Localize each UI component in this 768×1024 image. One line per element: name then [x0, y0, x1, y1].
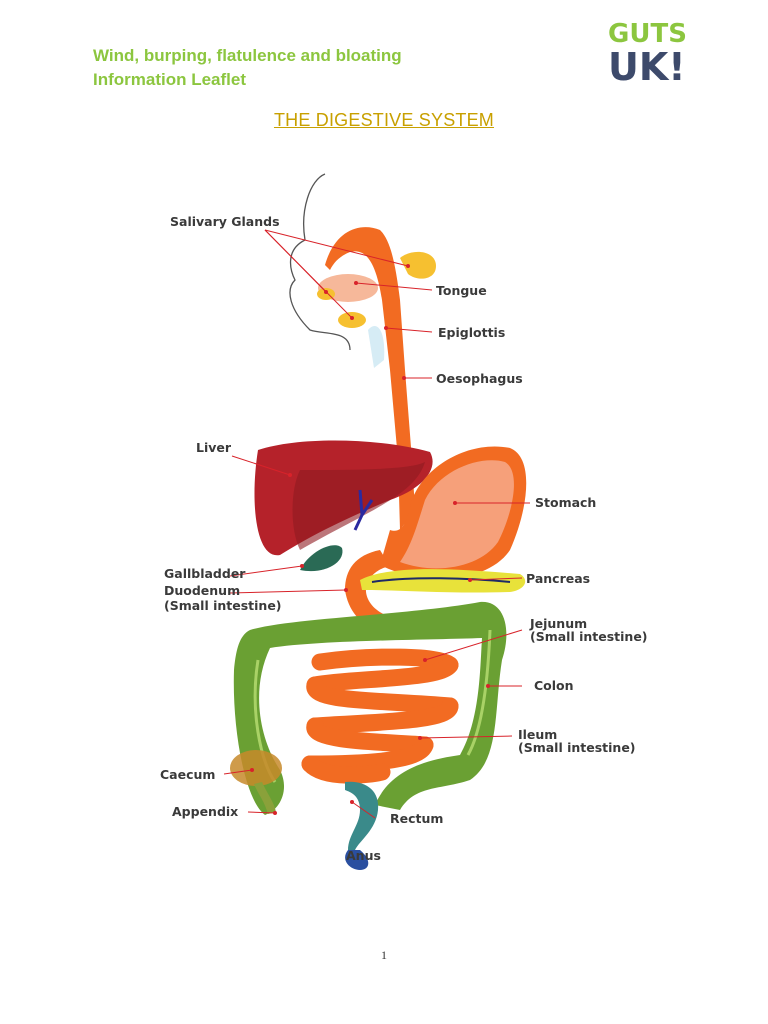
label-duodenum-sub: (Small intestine) — [164, 598, 282, 613]
logo-bottom-text: UK! — [608, 45, 686, 84]
caecum — [230, 750, 282, 786]
label-colon: Colon — [534, 678, 574, 693]
label-duodenum: Duodenum — [164, 583, 240, 598]
label-tongue: Tongue — [436, 283, 487, 298]
label-gallbladder: Gallbladder — [164, 566, 246, 581]
label-oesophagus: Oesophagus — [436, 371, 523, 386]
header-line-2: Information Leaflet — [93, 68, 402, 92]
label-salivary-glands: Salivary Glands — [170, 214, 280, 229]
epiglottis — [368, 326, 384, 368]
rectum — [345, 782, 378, 850]
label-caecum: Caecum — [160, 767, 215, 782]
label-ileum-sub: (Small intestine) — [518, 740, 636, 755]
leaflet-header: Wind, burping, flatulence and bloating I… — [93, 44, 402, 92]
label-jejunum-sub: (Small intestine) — [530, 629, 648, 644]
digestive-system-diagram: Salivary Glands Tongue Epiglottis Oesoph… — [150, 170, 650, 870]
label-appendix: Appendix — [172, 804, 238, 819]
small-intestine — [310, 657, 450, 775]
document-title-text: THE DIGESTIVE SYSTEM — [274, 110, 494, 130]
label-rectum: Rectum — [390, 811, 443, 826]
label-pancreas: Pancreas — [526, 571, 590, 586]
header-line-1: Wind, burping, flatulence and bloating — [93, 44, 402, 68]
label-liver: Liver — [196, 440, 232, 455]
document-title: THE DIGESTIVE SYSTEM — [0, 110, 768, 131]
label-stomach: Stomach — [535, 495, 596, 510]
page-number: 1 — [0, 948, 768, 963]
gallbladder — [300, 545, 342, 571]
label-anus: Anus — [346, 848, 381, 863]
label-epiglottis: Epiglottis — [438, 325, 505, 340]
guts-uk-logo: GUTS UK! — [604, 12, 690, 84]
